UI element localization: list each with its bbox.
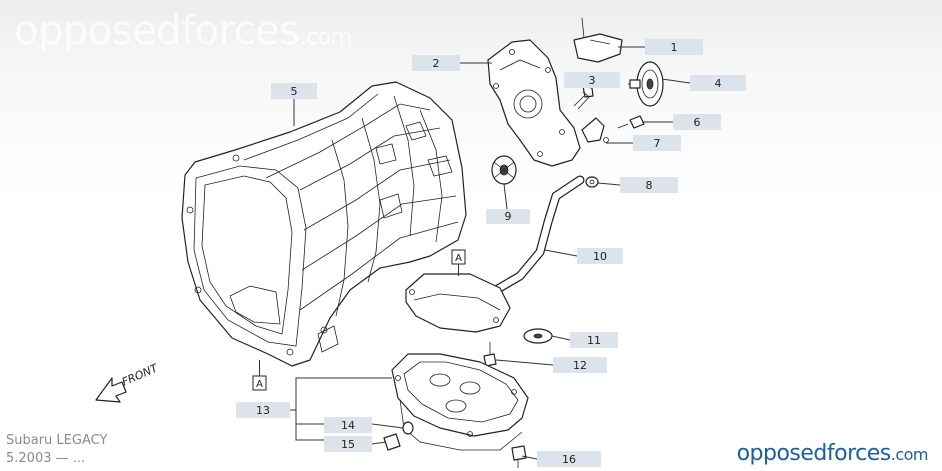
bolt-part-3[interactable] — [573, 85, 594, 110]
model-name: Subaru LEGACY — [6, 433, 108, 448]
callout-15[interactable]: 15 — [324, 436, 372, 452]
callout-3-label: 3 — [589, 74, 596, 87]
callout-2-label: 2 — [433, 57, 440, 70]
callout-13-label: 13 — [256, 404, 270, 417]
callout-14[interactable]: 14 — [324, 417, 372, 433]
callout-4[interactable]: 4 — [690, 75, 746, 91]
brand-main: opposedforces — [736, 441, 892, 466]
callout-8[interactable]: 8 — [620, 177, 678, 193]
callout-6-label: 6 — [694, 116, 701, 129]
model-date: 5.2003 — ... — [6, 451, 86, 466]
callout-14-label: 14 — [341, 419, 355, 432]
callout-6[interactable]: 6 — [673, 114, 721, 130]
bolt-part-12[interactable] — [483, 342, 497, 367]
callout-3[interactable]: 3 — [564, 72, 620, 88]
bolt-part-16[interactable] — [511, 445, 527, 468]
callout-9[interactable]: 9 — [486, 209, 530, 224]
callout-2[interactable]: 2 — [412, 55, 460, 71]
callout-7-label: 7 — [654, 137, 661, 150]
callout-16[interactable]: 16 — [537, 451, 601, 467]
sensor-part[interactable] — [573, 17, 623, 63]
callout-4-label: 4 — [715, 77, 722, 90]
callout-5[interactable]: 5 — [271, 83, 317, 99]
callout-5-label: 5 — [291, 85, 298, 98]
callout-13[interactable]: 13 — [236, 402, 290, 418]
watermark-suffix: .com — [299, 25, 352, 50]
callout-12[interactable]: 12 — [553, 357, 607, 373]
oil-strainer[interactable] — [405, 273, 511, 333]
callout-1-label: 1 — [671, 41, 678, 54]
extension-housing[interactable] — [487, 39, 581, 167]
front-arrow: FRONT — [95, 361, 161, 403]
ref-mark-a-bottom: A — [252, 360, 267, 391]
drain-plug-part-15[interactable] — [383, 433, 401, 451]
gasket-part-14[interactable] — [402, 421, 414, 435]
callout-9-label: 9 — [505, 210, 512, 223]
leader-lines — [290, 46, 691, 460]
washer-part-11[interactable] — [523, 328, 553, 344]
oil-pipe-part-10[interactable] — [481, 175, 585, 307]
ref-mark-a-top-text: A — [455, 253, 462, 264]
front-label: FRONT — [120, 361, 161, 389]
ref-mark-a-top: A — [451, 249, 466, 276]
watermark: opposedforces.com — [14, 8, 352, 54]
callout-11-label: 11 — [587, 334, 601, 347]
pump-gear-part-9[interactable] — [491, 155, 517, 185]
brand-logo[interactable]: opposedforces.com — [736, 441, 929, 466]
callout-7[interactable]: 7 — [633, 135, 681, 151]
callout-12-label: 12 — [573, 359, 587, 372]
callout-11[interactable]: 11 — [570, 332, 618, 348]
model-info: Subaru LEGACY 5.2003 — ... — [6, 432, 107, 468]
washer-part-8[interactable] — [585, 176, 599, 188]
bolt-part-6[interactable] — [617, 115, 645, 129]
oil-pan-part-13[interactable] — [391, 353, 529, 451]
brand-suffix: .com — [890, 445, 929, 464]
callout-16-label: 16 — [562, 453, 576, 466]
callout-15-label: 15 — [341, 438, 355, 451]
ref-mark-a-bottom-text: A — [256, 379, 263, 390]
bracket-part-7[interactable] — [581, 117, 609, 143]
gear-part[interactable] — [628, 61, 664, 107]
watermark-main: opposedforces — [14, 8, 300, 54]
callout-10[interactable]: 10 — [577, 248, 623, 264]
callout-8-label: 8 — [646, 179, 653, 192]
callout-10-label: 10 — [593, 250, 607, 263]
callout-1[interactable]: 1 — [645, 39, 703, 55]
transmission-case[interactable] — [181, 81, 467, 367]
